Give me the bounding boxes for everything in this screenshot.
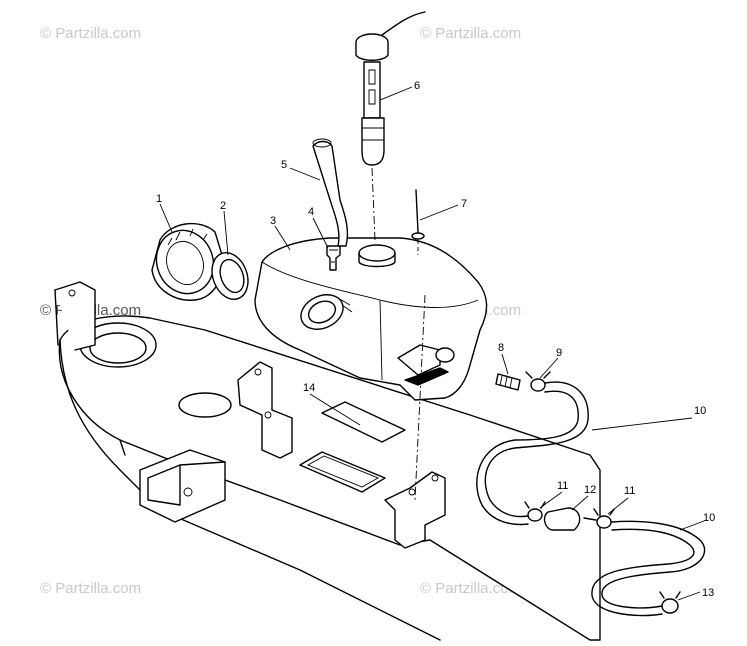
leader-lines: [159, 86, 705, 601]
callout-11-left: 11: [557, 480, 568, 492]
callout-10-upper: 10: [694, 405, 706, 417]
mounting-pin: [411, 189, 425, 255]
frame-assembly: [54, 281, 601, 641]
hose-clamp-13: [659, 591, 681, 614]
callout-14: 14: [303, 382, 315, 394]
fuel-tank: [254, 237, 488, 401]
callout-10-lower: 10: [703, 512, 715, 524]
watermark-bottom-right: © Partzilla.com: [420, 580, 522, 597]
callout-5: 5: [281, 159, 287, 171]
inline-fuel-filter: [543, 507, 597, 531]
vent-hose: [312, 138, 349, 247]
center-line: [414, 294, 426, 501]
fuel-hose-upper: [476, 381, 589, 526]
gauge-center-line: [371, 167, 376, 241]
callout-8: 8: [498, 342, 504, 354]
fuel-cap: [151, 222, 224, 301]
watermark-bottom-left: © Partzilla.com: [40, 580, 142, 597]
watermark-top-left: © Partzilla.com: [40, 25, 142, 42]
callout-9: 9: [556, 347, 562, 359]
callout-11-right: 11: [624, 485, 635, 497]
hose-clamp-11a: [524, 501, 546, 522]
fuel-hose-lower: [591, 520, 706, 617]
watermark-top-right: © Partzilla.com: [420, 25, 522, 42]
callout-12: 12: [584, 484, 596, 496]
callout-3: 3: [270, 215, 276, 227]
hose-clamp-9: [525, 371, 551, 392]
callout-1: 1: [156, 193, 162, 205]
callout-4: 4: [308, 206, 314, 218]
callout-6: 6: [414, 80, 420, 92]
callout-13: 13: [702, 587, 714, 599]
callout-2: 2: [220, 200, 226, 212]
callout-7: 7: [461, 198, 467, 210]
callout-labels: 1 2 3 4 5 6 7 8 9 10 10 11 11 12 13 14: [156, 80, 715, 599]
cap-gasket: [211, 252, 249, 300]
fuel-filter-fitting: [495, 373, 521, 391]
fuel-gauge: [355, 11, 426, 166]
vent-fitting: [326, 245, 341, 271]
foam-pad: [321, 401, 406, 443]
